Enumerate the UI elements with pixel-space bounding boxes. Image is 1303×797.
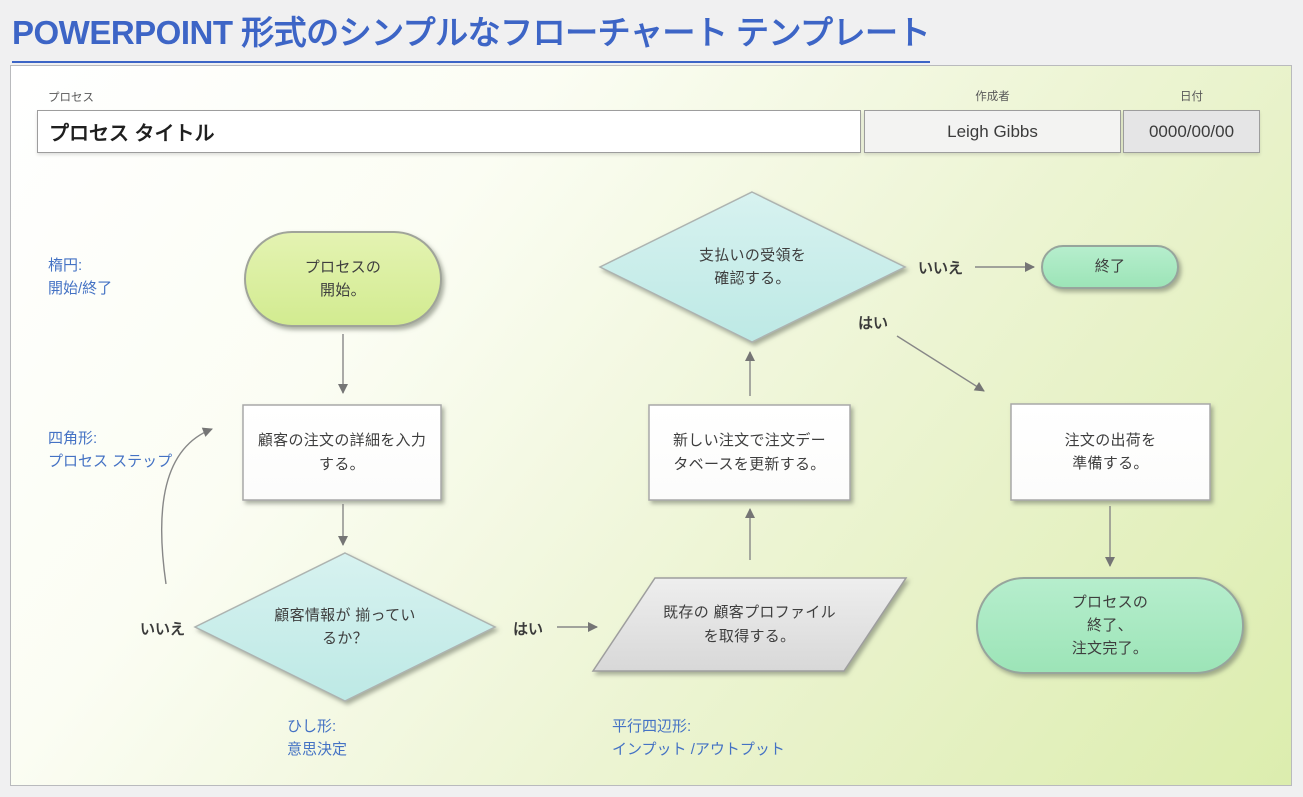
node-enter-order[interactable]: 顧客の注文の詳細を入力 する。 [257,432,427,473]
node-confirm-payment-shape [598,191,907,343]
node-update-db[interactable]: 新しい注文で注文デー タベースを更新する。 [672,432,826,473]
node-done[interactable]: プロセスの 終了、 注文完了。 [1071,593,1149,658]
node-done-shape [976,577,1244,674]
node-check-info-shape [193,552,497,702]
node-get-profile[interactable]: 既存の 顧客プロファイル を取得する。 [663,604,836,645]
author-field-label: 作成者 [975,91,1010,103]
node-get-profile-shape [591,577,908,672]
node-update-db-shape [648,404,851,501]
legend-rectangle: 四角形: プロセス ステップ [48,430,173,470]
legend-parallelogram: 平行四辺形: インプット /アウトプット [612,718,785,758]
node-start-shape [244,231,442,327]
edge-label-yes-ship: はい [858,315,889,332]
process-title-field[interactable]: プロセス タイトル [37,110,861,153]
legend-diamond: ひし形: 意思決定 [287,718,348,758]
node-prepare-shipment-shape [1010,403,1211,501]
node-end-shape [1041,245,1179,289]
edge-label-no-end: いいえ [918,260,964,277]
node-prepare-shipment[interactable]: 注文の出荷を 準備する。 [1064,431,1157,472]
edge-label-no-loop: いいえ [140,621,186,638]
node-end[interactable]: 終了 [1094,258,1126,276]
page-title: POWERPOINT 形式のシンプルなフローチャート テンプレート [12,6,931,63]
process-field-label: プロセス [48,92,94,104]
node-confirm-payment[interactable]: 支払いの受領を 確認する。 [698,246,807,287]
author-field[interactable]: Leigh Gibbs [864,110,1121,153]
date-field-label: 日付 [1180,91,1203,103]
node-check-info[interactable]: 顧客情報が 揃ってい るか？ [274,606,416,647]
node-start[interactable]: プロセスの 開始。 [304,258,382,299]
node-enter-order-shape [242,404,442,501]
edge-label-yes-profile: はい [513,621,544,638]
date-field[interactable]: 0000/00/00 [1123,110,1260,153]
connector-check-no-loop [161,427,213,585]
connector-confirm-yes-to-prepare [896,335,985,392]
legend-ellipse: 楕円: 開始/終了 [48,257,113,297]
